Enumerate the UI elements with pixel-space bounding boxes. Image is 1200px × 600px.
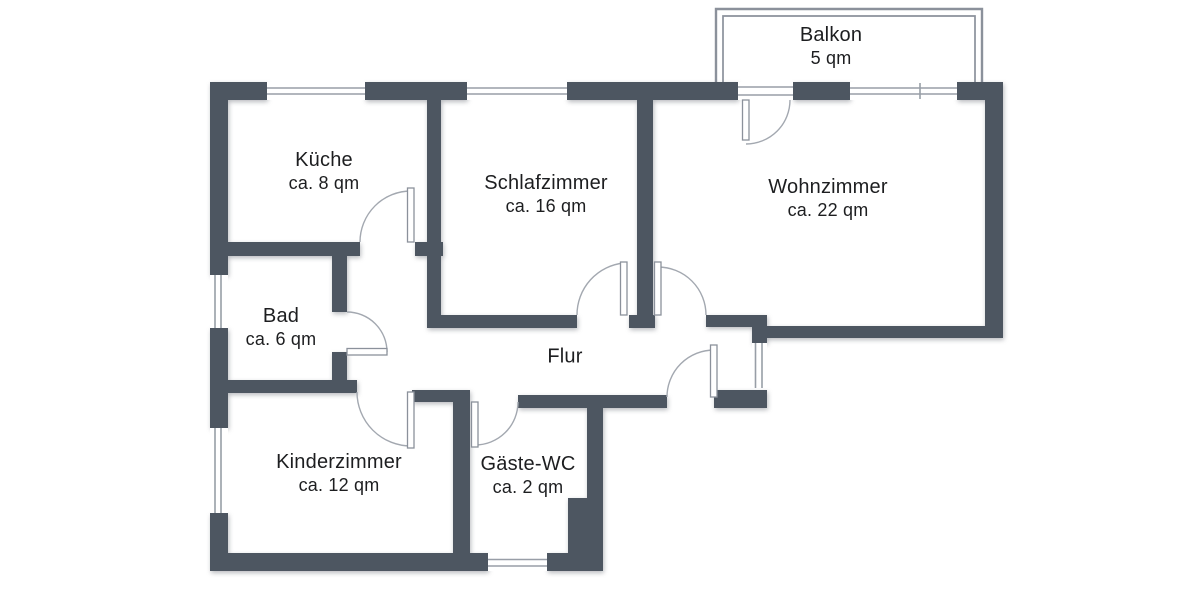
balcony-railing <box>714 7 984 83</box>
room-label-schlafzimmer: Schlafzimmer ca. 16 qm <box>484 172 608 218</box>
wall <box>210 242 360 256</box>
wall <box>767 326 1003 338</box>
bedroom-door <box>576 261 628 316</box>
childroom-door <box>356 391 415 449</box>
wall <box>637 100 653 315</box>
wall <box>706 315 767 327</box>
wall <box>210 513 228 571</box>
room-area: 5 qm <box>810 48 852 68</box>
wall <box>547 553 568 571</box>
kitchen-door <box>359 187 415 243</box>
doors-layer <box>346 99 791 449</box>
bathroom-window <box>210 275 228 328</box>
wall <box>210 82 228 275</box>
wall <box>567 82 738 100</box>
room-label-balkon: Balkon 5 qm <box>800 24 862 70</box>
room-label-flur: Flur <box>547 346 582 369</box>
room-label-gaeste-wc: Gäste-WC ca. 2 qm <box>481 453 576 499</box>
entrance-door <box>666 344 718 398</box>
wall <box>629 315 655 328</box>
room-name: Schlafzimmer <box>484 172 608 194</box>
walls-layer <box>210 82 1003 571</box>
room-area: ca. 16 qm <box>505 196 587 216</box>
balcony-door <box>741 99 791 145</box>
wall <box>415 242 443 256</box>
room-name: Flur <box>547 345 583 368</box>
bathroom-door <box>346 311 388 356</box>
room-label-kinderzimmer: Kinderzimmer ca. 12 qm <box>276 451 402 497</box>
livingroom-door <box>653 261 707 316</box>
bedroom-window <box>467 82 567 100</box>
room-name: Gäste-WC <box>480 453 576 475</box>
room-name: Balkon <box>799 24 863 46</box>
room-label-kueche: Küche ca. 8 qm <box>289 149 360 195</box>
room-area: ca. 6 qm <box>245 329 317 349</box>
wall <box>210 380 357 393</box>
room-name: Kinderzimmer <box>276 451 402 473</box>
room-area: ca. 22 qm <box>787 200 869 220</box>
windows-layer <box>210 82 957 571</box>
wall <box>985 82 1003 338</box>
wall <box>752 326 767 343</box>
wall <box>568 498 603 571</box>
wall <box>210 328 228 428</box>
entry-side-opening <box>752 343 767 388</box>
room-area: ca. 8 qm <box>288 173 360 193</box>
wall <box>332 242 347 312</box>
livingroom-window <box>850 82 957 100</box>
room-name: Wohnzimmer <box>768 176 888 198</box>
wall <box>714 390 767 408</box>
childroom-window <box>210 428 228 513</box>
wc-door <box>470 401 519 448</box>
wall <box>587 407 603 498</box>
wall <box>793 82 850 100</box>
room-label-wohnzimmer: Wohnzimmer ca. 22 qm <box>768 176 887 222</box>
wall <box>210 553 488 571</box>
room-area: ca. 2 qm <box>492 477 564 497</box>
room-name: Bad <box>262 305 300 327</box>
wall <box>427 100 441 328</box>
room-name: Küche <box>295 149 353 171</box>
room-area: ca. 12 qm <box>298 475 380 495</box>
balcony-door-threshold <box>738 82 793 100</box>
wc-window <box>488 553 547 571</box>
wall <box>427 315 577 328</box>
wall <box>453 390 470 555</box>
wall <box>365 82 467 100</box>
wall <box>518 395 667 408</box>
room-label-bad: Bad ca. 6 qm <box>246 305 317 351</box>
kitchen-window <box>267 82 365 100</box>
